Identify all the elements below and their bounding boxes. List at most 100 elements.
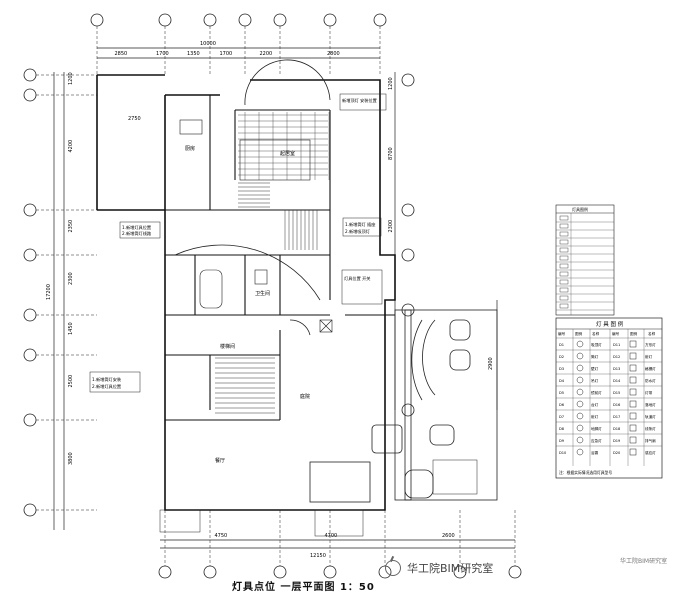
legend-code2-7: D18: [613, 427, 621, 431]
legend-name-7: 地脚灯: [591, 426, 602, 431]
legend-name2-6: 轨道灯: [645, 414, 656, 419]
axis-top-0: [90, 13, 104, 27]
axis-bottom-3: [323, 565, 337, 579]
dim-left-5: 2500: [68, 375, 74, 388]
dim-bottom-0: 4750: [215, 533, 228, 539]
axis-markers-left: [23, 68, 97, 517]
legend-symbol-8: [576, 436, 584, 444]
dim-top-1: 1700: [156, 51, 169, 57]
axis-top-4: [273, 13, 287, 27]
fixtures: [179, 119, 333, 333]
dim-bottom-2: 2600: [442, 533, 455, 539]
axis-top-1: [158, 13, 172, 27]
dim-left-2: 2350: [68, 220, 74, 233]
legend-code-3: D4: [559, 379, 565, 383]
axis-right-2: [401, 248, 415, 262]
courtyard-outline: [309, 309, 498, 503]
legend-col-4: 图例: [630, 331, 638, 336]
dim-top-total: 10000: [200, 41, 216, 47]
small-legend-title: 灯具图例: [572, 206, 588, 212]
floor-hatch: [238, 112, 330, 180]
dim-right-0: 1200: [388, 77, 394, 90]
room-label-bath: 卫生间: [255, 290, 270, 297]
legend-name2-7: 线条灯: [645, 426, 656, 431]
door-swings: [174, 59, 436, 401]
dim-top-4: 2200: [260, 51, 273, 57]
legend-symbol2-6: [629, 412, 637, 420]
legend-col-3: 编号: [612, 331, 620, 336]
legend-code2-5: D16: [613, 403, 621, 407]
legend-symbol2-4: [629, 388, 637, 396]
legend-code-4: D5: [559, 391, 564, 395]
legend-symbol2-8: [629, 436, 637, 444]
legend-code2-6: D17: [613, 415, 620, 419]
dim-left-total: 17200: [46, 284, 52, 300]
room-label-lounge: 起居室: [280, 150, 295, 157]
legend-name-3: 吊灯: [591, 378, 599, 383]
legend-code2-9: D20: [613, 451, 621, 455]
dim-top-3: 1700: [220, 51, 233, 57]
axis-left-3: [23, 248, 37, 262]
legend-symbol-9: [576, 448, 584, 456]
axis-top-5: [323, 13, 337, 27]
legend-symbol2-3: [629, 376, 637, 384]
axis-bottom-6: [508, 565, 522, 579]
legend-name2-9: 感应灯: [645, 450, 656, 455]
legend-name-1: 筒灯: [591, 354, 599, 359]
legend-name2-3: 防水灯: [645, 378, 656, 383]
dim-top-5: 2800: [327, 51, 340, 57]
axis-top-2: [203, 13, 217, 27]
dim-right-1: 2300: [388, 220, 394, 233]
dimension-lines: [53, 47, 515, 549]
axis-bottom-1: [203, 565, 217, 579]
axis-left-2: [23, 203, 37, 217]
dim-left-6: 3800: [68, 452, 74, 465]
note-2: 2.新增筒灯线路: [122, 230, 152, 237]
legend-name-8: 应急灯: [591, 438, 602, 443]
legend-name2-1: 射灯: [645, 354, 653, 359]
annotations: 新增顶灯 安装位置 1.新增灯具位置 2.新增筒灯线路 1.新增筒灯 插座 2.…: [89, 93, 478, 537]
legend-symbol-2: [576, 364, 584, 372]
dim-left-4: 1450: [68, 322, 74, 335]
dim-right-3: 2900: [488, 357, 494, 370]
note-1: 1.新增灯具位置: [122, 224, 151, 231]
legend-symbol-4: [576, 388, 584, 396]
dim-left-3: 2300: [68, 272, 74, 285]
legend-code-6: D7: [559, 415, 564, 419]
note-6: 1.新增筒灯安装: [92, 376, 122, 383]
dim-right-2: 8700: [388, 147, 394, 160]
note-5: 灯具位置 开关: [344, 275, 370, 282]
watermark: 华工院BIM研究室: [385, 560, 493, 576]
room-label-stairs: 楼梯间: [220, 343, 235, 350]
room-label-dining: 餐厅: [215, 457, 225, 464]
legend-code2-2: D13: [613, 367, 620, 371]
legend-symbol-7: [576, 424, 584, 432]
dim-bottom-total: 12150: [310, 553, 326, 559]
legend-code2-0: D11: [613, 343, 620, 347]
legend-code-0: D1: [559, 343, 564, 347]
legend-symbol-6: [576, 412, 584, 420]
axis-right-0: [401, 73, 415, 87]
legend-name-4: 镜前灯: [591, 390, 602, 395]
axis-bottom-2: [273, 565, 287, 579]
legend-code2-4: D15: [613, 391, 620, 395]
axis-markers-top: [90, 13, 387, 75]
stairs: [215, 182, 318, 414]
legend-code-7: D8: [559, 427, 565, 431]
note-3: 1.新增筒灯 插座: [345, 221, 375, 228]
note-4: 2.新增吸顶灯: [345, 228, 371, 235]
legend-code-1: D2: [559, 355, 564, 359]
legend-note: 注：根据实际情况选用灯具型号: [559, 470, 612, 475]
legend-symbol-5: [576, 400, 584, 408]
axis-left-0: [23, 68, 37, 82]
dim-top-2: 1350: [187, 51, 200, 57]
legend-code-2: D3: [559, 367, 564, 371]
legend-name2-4: 灯带: [645, 390, 653, 395]
note-0: 新增顶灯 安装位置: [342, 97, 377, 104]
room-label-courtyard: 庭院: [300, 393, 310, 400]
